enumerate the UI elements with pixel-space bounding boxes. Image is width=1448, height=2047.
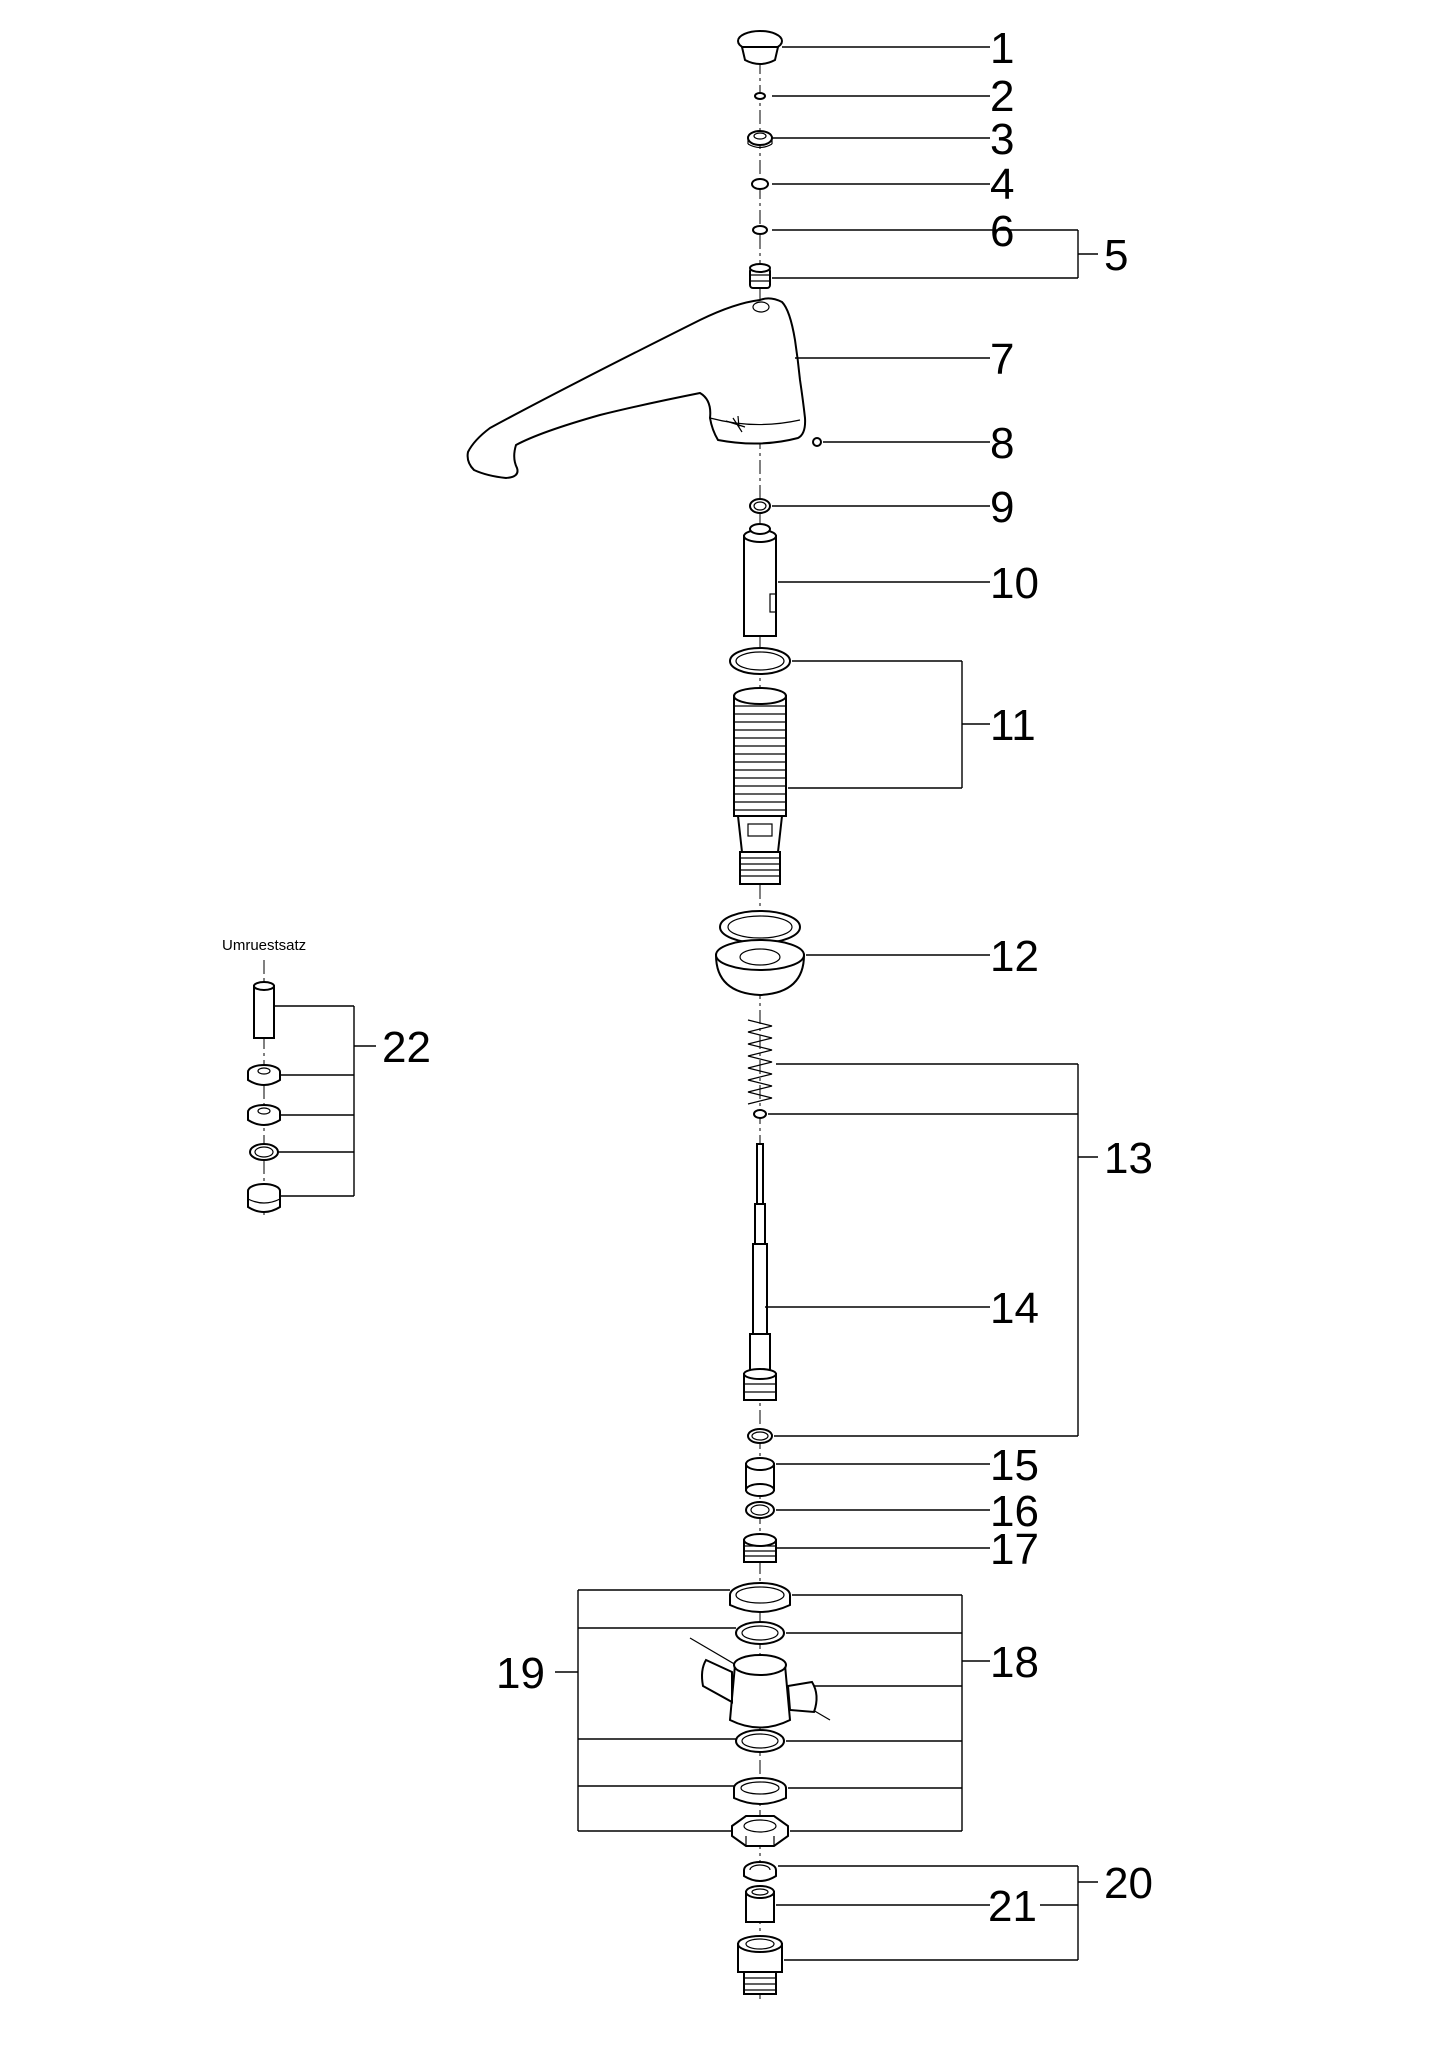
label-5: 5 — [1104, 231, 1128, 280]
label-20: 20 — [1104, 1859, 1153, 1908]
label-3: 3 — [990, 115, 1014, 164]
part-19-tee-body — [689, 1637, 831, 1729]
part-3-nut — [747, 130, 773, 149]
part-15-bushing — [745, 1457, 775, 1497]
label-19: 19 — [496, 1649, 545, 1698]
label-16: 16 — [990, 1487, 1039, 1536]
leader-lines — [274, 46, 1098, 1961]
label-22: 22 — [382, 1023, 431, 1072]
part-9-ring — [749, 498, 771, 514]
label-6: 6 — [990, 207, 1014, 256]
part-20-ring — [743, 1861, 777, 1882]
part-6-o-ring — [752, 225, 768, 235]
part-2-small-ring — [754, 92, 766, 100]
label-9: 9 — [990, 483, 1014, 532]
label-18: 18 — [990, 1638, 1039, 1687]
kit-22-parts — [247, 981, 281, 1213]
part-19-hex-nut — [731, 1815, 789, 1847]
part-4-washer — [751, 178, 769, 190]
part-7-spout-lever — [466, 297, 807, 480]
part-13-spring — [747, 1019, 773, 1119]
part-16-ring — [745, 1501, 775, 1519]
part-18-lower-rings — [733, 1729, 787, 1805]
part-number-labels: 1 2 3 4 6 5 7 8 9 10 11 12 13 14 15 16 1… — [222, 24, 1153, 1931]
label-4: 4 — [990, 160, 1014, 209]
part-17-cartridge — [743, 1533, 777, 1563]
part-12-flange — [714, 910, 806, 997]
part-8-set-screw — [812, 437, 822, 447]
label-7: 7 — [990, 335, 1014, 384]
part-11-threaded-body — [729, 647, 791, 885]
label-15: 15 — [990, 1441, 1039, 1490]
label-1: 1 — [990, 24, 1014, 73]
part-5-insert — [749, 263, 771, 289]
label-12: 12 — [990, 932, 1039, 981]
label-2: 2 — [990, 72, 1014, 121]
label-21: 21 — [988, 1882, 1037, 1931]
kit-title: Umruestsatz — [222, 937, 306, 954]
part-21-sleeve — [745, 1885, 775, 1923]
part-10-spindle-tube — [743, 523, 777, 637]
label-14: 14 — [990, 1284, 1039, 1333]
part-1-cap — [737, 30, 783, 65]
part-20-adapter — [737, 1935, 783, 1995]
label-10: 10 — [990, 559, 1039, 608]
part-18-seal-rings — [729, 1582, 791, 1645]
label-13: 13 — [1104, 1134, 1153, 1183]
part-13-lower-ring — [747, 1428, 773, 1444]
label-8: 8 — [990, 419, 1014, 468]
label-17: 17 — [990, 1525, 1039, 1574]
part-14-valve-rod — [743, 1143, 777, 1401]
label-11: 11 — [990, 701, 1036, 750]
